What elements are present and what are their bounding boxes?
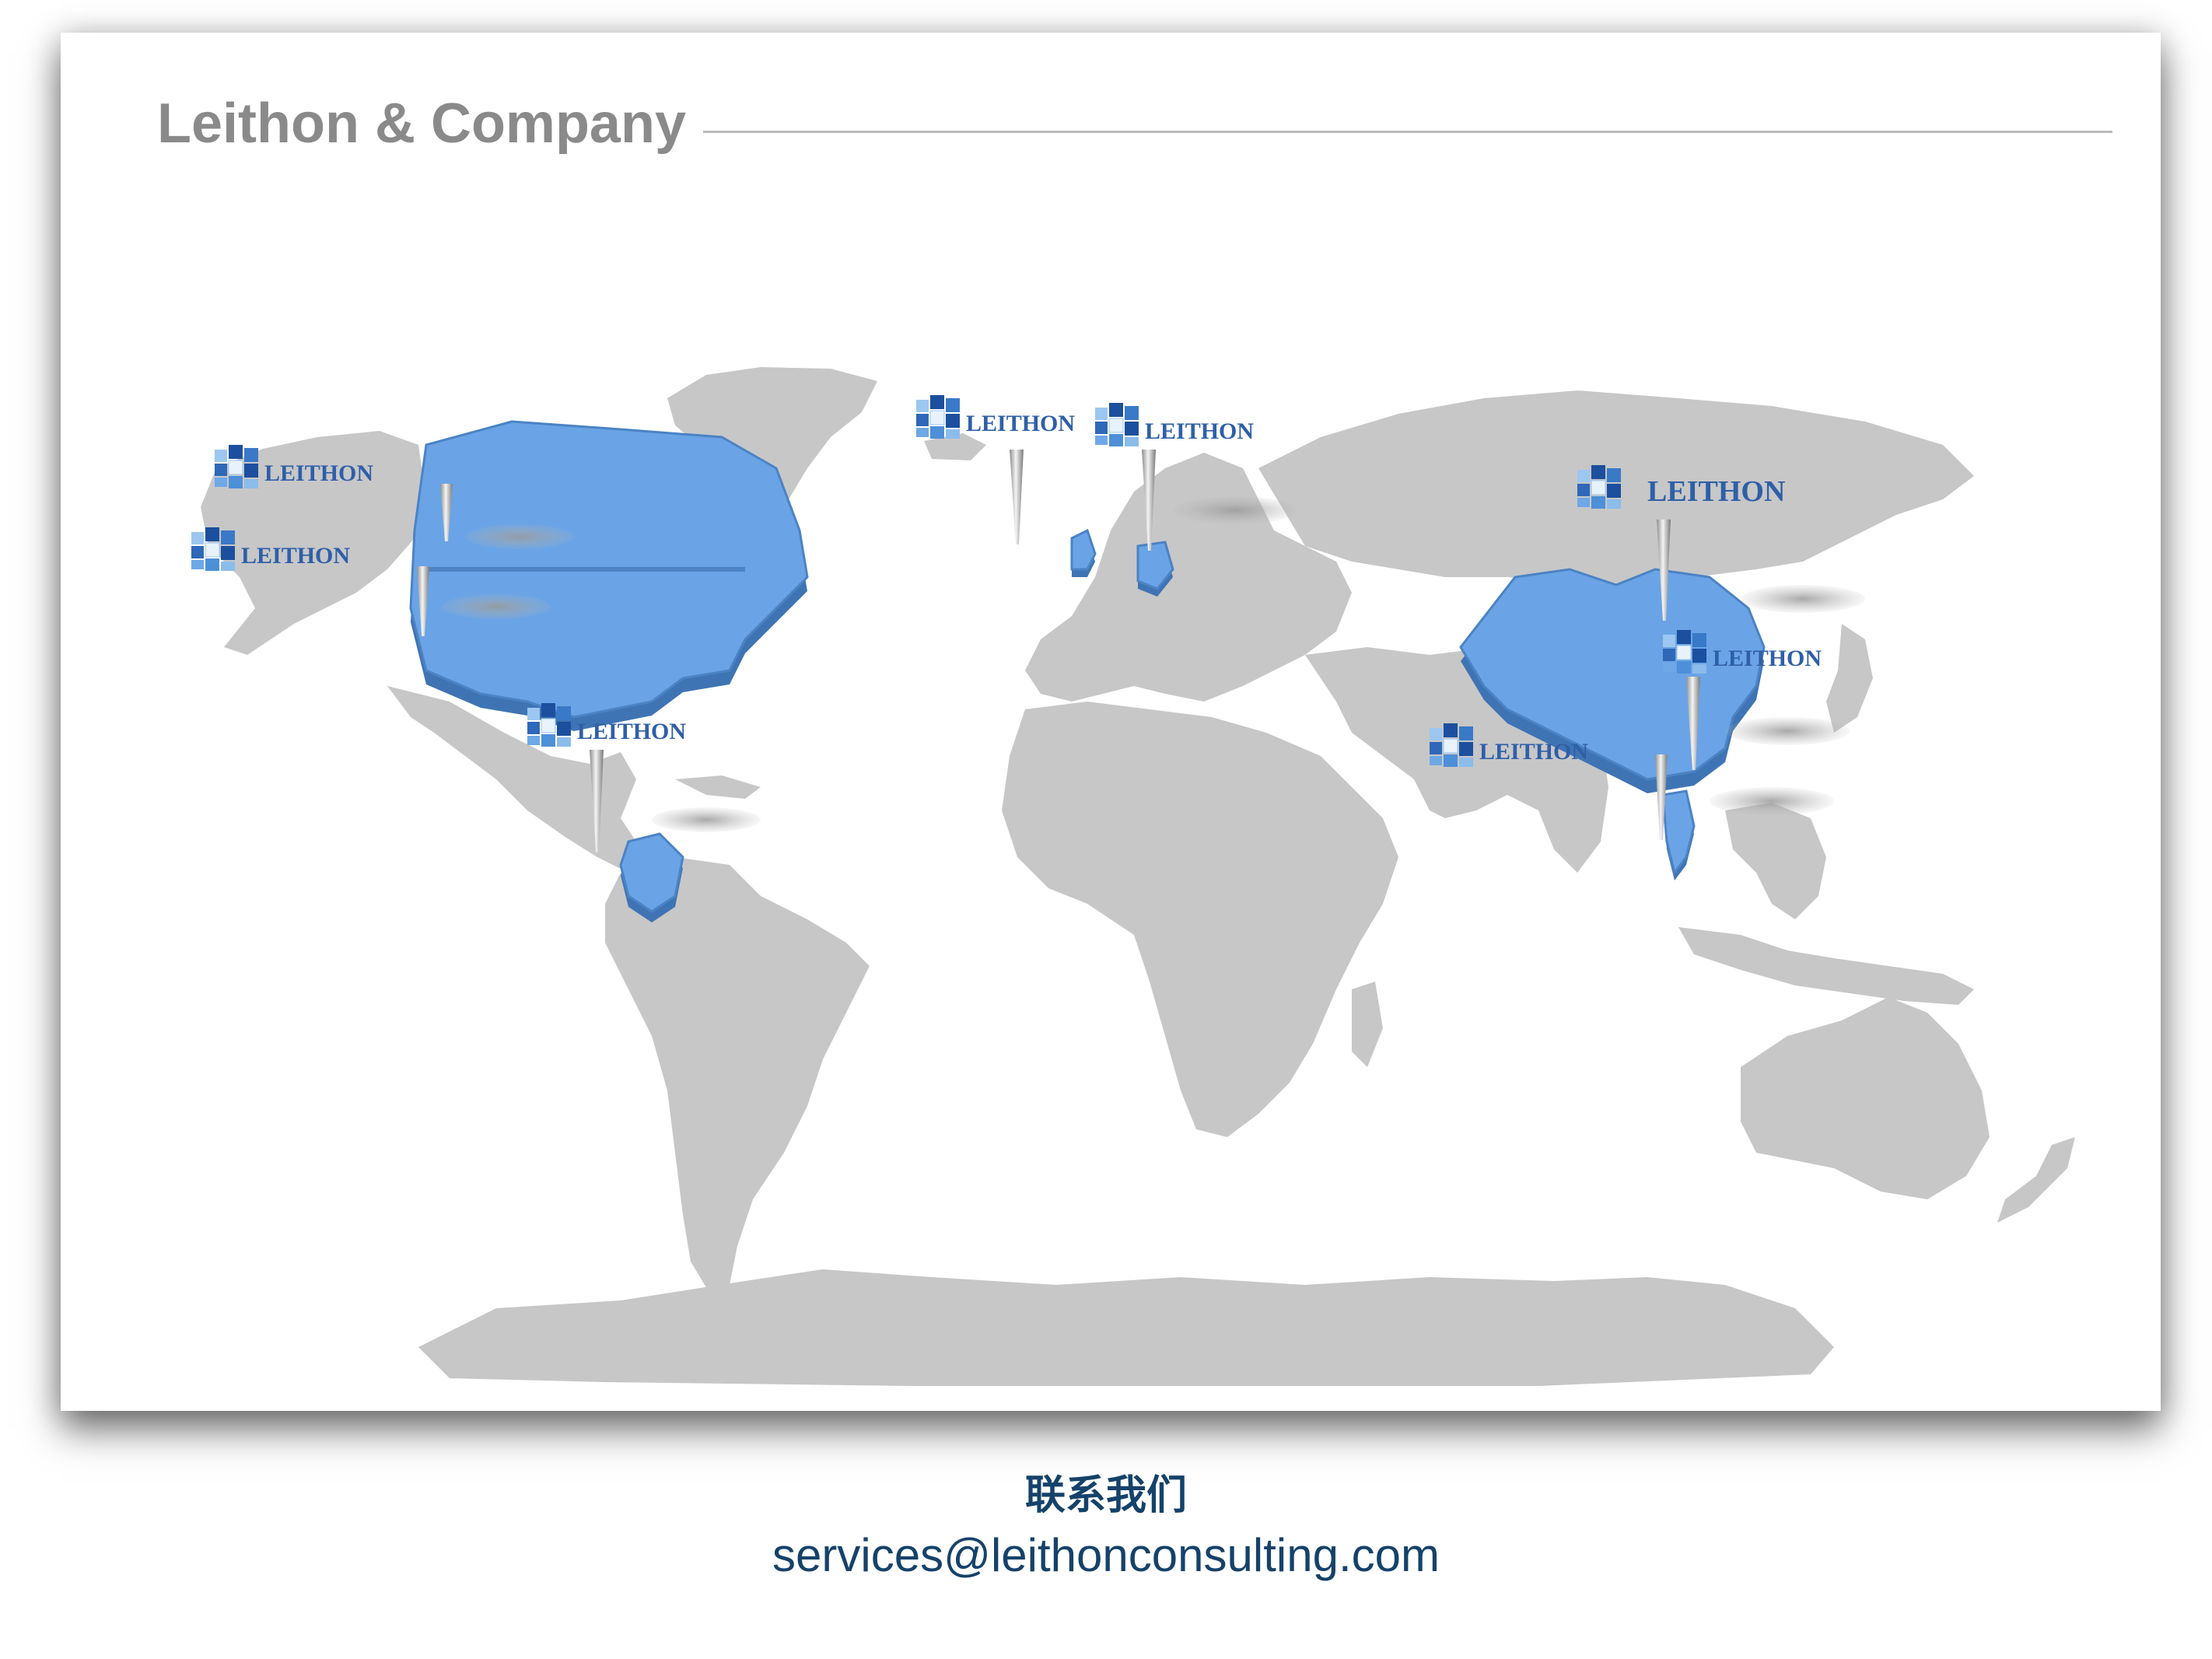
highlight-thailand xyxy=(1661,789,1696,880)
marker-brand-label: LEITHON xyxy=(577,719,686,744)
office-marker-canada[interactable]: LEITHON xyxy=(214,444,453,541)
office-marker-colombia[interactable]: LEITHON xyxy=(527,702,686,852)
marker-brand-label: LEITHON xyxy=(241,543,350,569)
title-divider xyxy=(703,131,2112,133)
map-pin-icon xyxy=(1686,677,1700,770)
map-pin-icon xyxy=(1657,520,1671,621)
highlight-north-america xyxy=(409,420,809,731)
landmass-africa xyxy=(1002,702,1398,1137)
world-map: LEITHON LEITHON LEITHON LEITHON LEITHON … xyxy=(191,367,2075,1386)
office-marker-united-states[interactable]: LEITHON xyxy=(191,527,429,636)
office-marker-thailand[interactable]: LEITHON xyxy=(1429,723,1668,840)
contact-email-link[interactable]: services@leithonconsulting.com xyxy=(772,1529,1440,1581)
marker-brand-label: LEITHON xyxy=(1713,646,1822,671)
map-pin-icon xyxy=(440,484,453,541)
landmass-greenland xyxy=(667,367,877,530)
landmass-antarctica xyxy=(418,1269,1834,1386)
contact-heading: 联系我们 xyxy=(1024,1472,1187,1519)
landmass-indonesia xyxy=(1678,927,1974,1005)
slide-card: Leithon & Company xyxy=(61,33,2161,1411)
landmass-japan xyxy=(1826,624,1873,733)
landmass-caribbean xyxy=(675,775,761,799)
landmass-madagascar xyxy=(1352,982,1383,1067)
office-marker-china-north[interactable]: LEITHON xyxy=(1577,464,1785,621)
map-pin-icon xyxy=(1010,450,1024,544)
map-pin-icon xyxy=(417,566,429,636)
marker-brand-label: LEITHON xyxy=(1647,475,1785,508)
contact-section: 联系我们 services@leithonconsulting.com xyxy=(0,1470,2212,1587)
office-marker-china-east[interactable]: LEITHON xyxy=(1662,629,1822,770)
office-marker-germany[interactable]: LEITHON xyxy=(1094,402,1254,551)
marker-brand-label: LEITHON xyxy=(264,460,373,486)
highlight-united-kingdom xyxy=(1070,528,1097,577)
landmass-iceland xyxy=(924,433,986,460)
marker-brand-label: LEITHON xyxy=(966,411,1075,436)
landmass-mexico-central-america xyxy=(387,686,652,873)
landmass-south-america xyxy=(605,857,870,1308)
landmass-southeast-asia xyxy=(1725,803,1826,919)
marker-brand-label: LEITHON xyxy=(1145,418,1254,444)
office-marker-united-kingdom[interactable]: LEITHON xyxy=(915,394,1075,544)
landmass-europe xyxy=(1025,453,1352,702)
landmass-australia xyxy=(1741,997,1990,1199)
map-pin-icon xyxy=(590,750,604,852)
marker-brand-label: LEITHON xyxy=(1479,739,1588,765)
page-title: Leithon & Company xyxy=(157,93,686,155)
highlight-germany xyxy=(1136,496,1297,597)
landmass-new-zealand xyxy=(1997,1137,2075,1223)
map-pin-icon xyxy=(1655,754,1668,840)
map-pin-icon xyxy=(1142,450,1156,551)
highlight-colombia xyxy=(619,807,761,922)
